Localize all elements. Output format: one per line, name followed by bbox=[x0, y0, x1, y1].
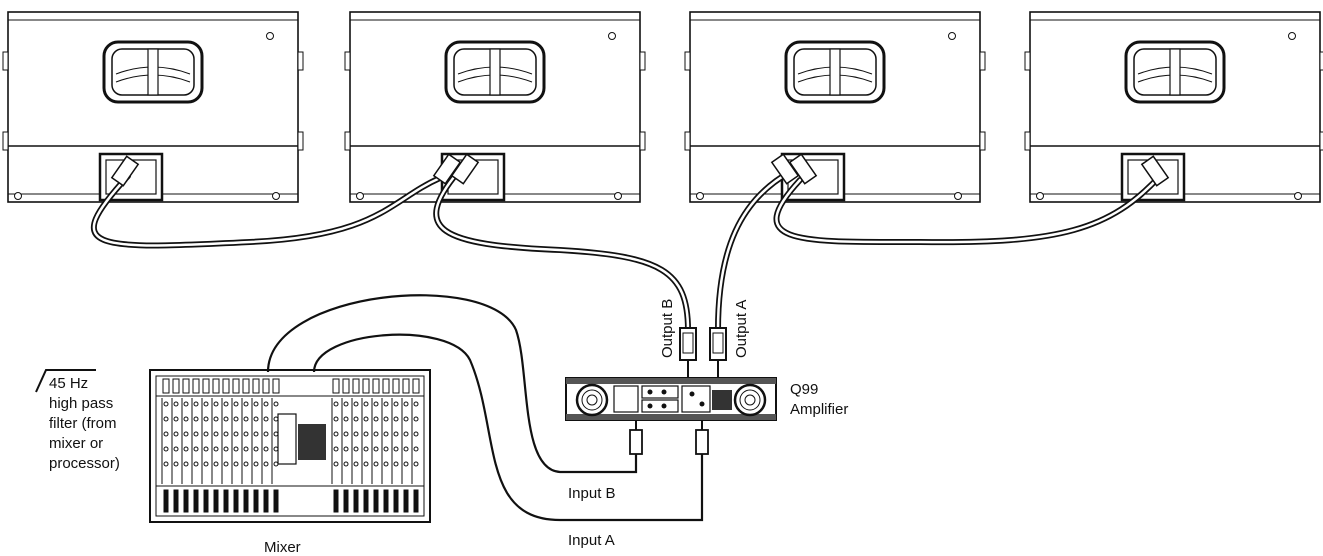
filter-label-line2: high pass bbox=[49, 395, 113, 412]
mixer bbox=[149, 369, 431, 523]
input-a-label: Input A bbox=[568, 532, 615, 549]
filter-label-line4: mixer or bbox=[49, 435, 103, 452]
speaker-3 bbox=[683, 10, 987, 204]
speaker-1 bbox=[1, 10, 305, 204]
input-b-label: Input B bbox=[568, 485, 616, 502]
amp-name-label: Amplifier bbox=[790, 401, 848, 418]
amp-model-label: Q99 bbox=[790, 381, 818, 398]
mixer-label: Mixer bbox=[264, 539, 301, 556]
output-b-label: Output B bbox=[659, 299, 676, 358]
filter-label-line5: processor) bbox=[49, 455, 120, 472]
output-plugs bbox=[679, 327, 727, 378]
amplifier bbox=[565, 377, 777, 421]
output-a-label: Output A bbox=[733, 300, 750, 358]
filter-label-line3: filter (from bbox=[49, 415, 117, 432]
high-pass-filter-icon bbox=[35, 369, 96, 393]
input-plugs bbox=[629, 420, 709, 455]
speaker-2 bbox=[343, 10, 647, 204]
speaker-4 bbox=[1023, 10, 1323, 204]
input-cables bbox=[266, 294, 704, 522]
filter-label-line1: 45 Hz bbox=[49, 375, 88, 392]
